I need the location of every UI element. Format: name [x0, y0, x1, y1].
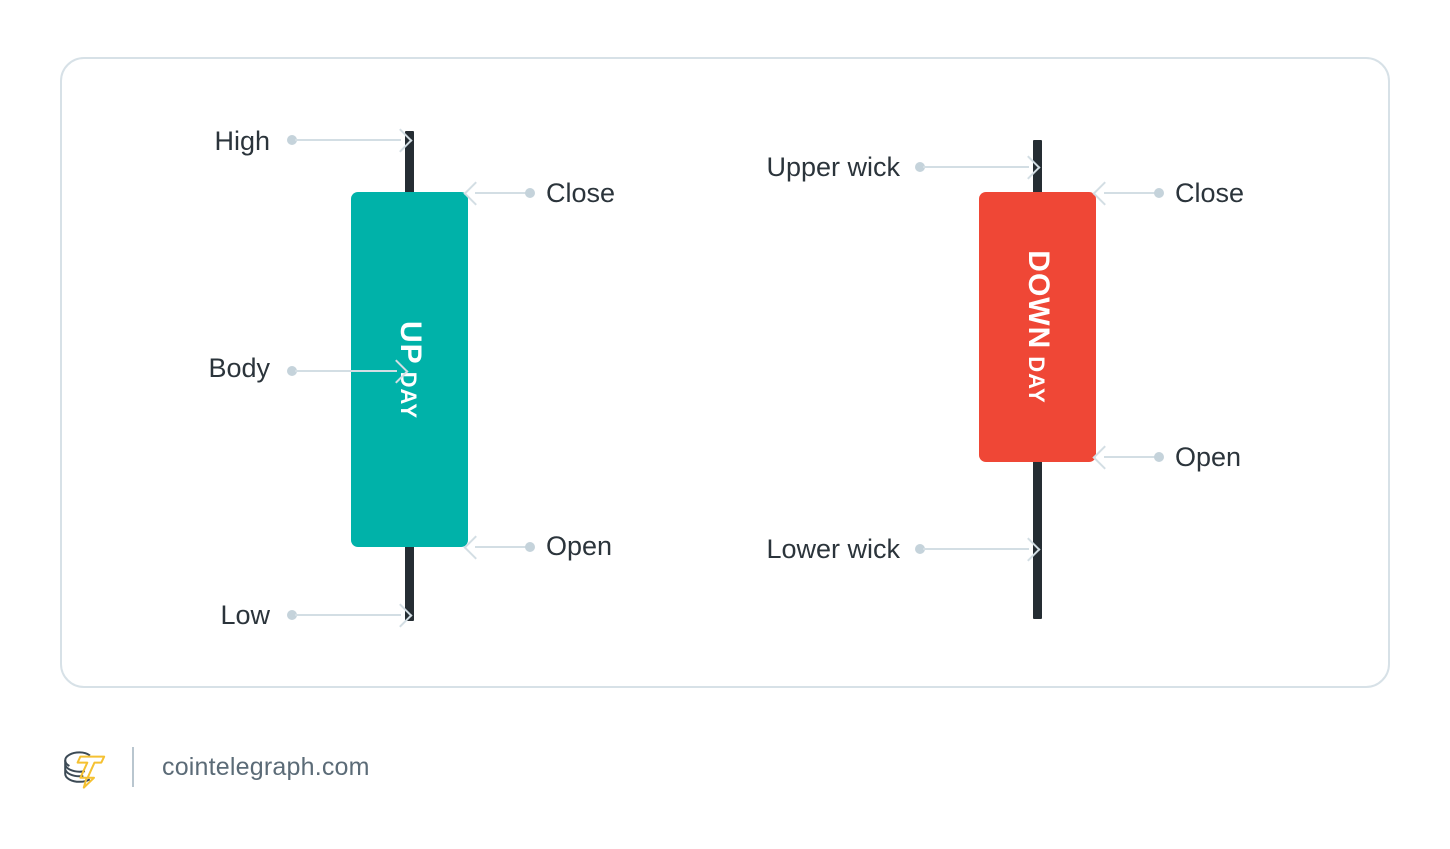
connector-line — [295, 614, 401, 616]
up-candle-body: UP DAY — [351, 192, 468, 547]
label-open-up: Open — [546, 531, 613, 561]
label-high: High — [214, 126, 270, 156]
connector-line — [1104, 192, 1156, 194]
connector-dot — [287, 135, 297, 145]
connector-dot — [525, 542, 535, 552]
down-candle-body: DOWN DAY — [979, 192, 1096, 462]
arrow-head-icon — [388, 128, 413, 153]
connector-close-down — [1092, 181, 1164, 206]
connector-lower-wick — [915, 537, 1041, 562]
arrow-head-icon — [1016, 537, 1041, 562]
down-day-label: DOWN DAY — [1021, 250, 1055, 404]
label-body: Body — [208, 353, 270, 383]
connector-line — [475, 546, 527, 548]
connector-dot — [915, 162, 925, 172]
down-candle-lower-wick — [1033, 460, 1042, 619]
connector-line — [475, 192, 527, 194]
label-lower-wick: Lower wick — [766, 534, 900, 564]
arrow-head-icon — [384, 359, 409, 384]
connector-dot — [1154, 188, 1164, 198]
connector-dot — [287, 610, 297, 620]
footer-url: cointelegraph.com — [162, 752, 370, 781]
connector-line — [923, 548, 1029, 550]
connector-line — [1104, 456, 1156, 458]
down-day-label-primary: DOWN — [1021, 250, 1055, 350]
connector-dot — [287, 366, 297, 376]
label-upper-wick: Upper wick — [766, 152, 900, 182]
connector-upper-wick — [915, 155, 1041, 180]
diagram-card — [60, 57, 1390, 688]
label-open-down: Open — [1175, 442, 1242, 472]
cointelegraph-logo-icon — [60, 742, 110, 792]
connector-low — [287, 603, 413, 628]
connector-open-up — [463, 535, 535, 560]
connector-line — [295, 139, 401, 141]
up-candle-upper-wick — [405, 131, 414, 193]
connector-open-down — [1092, 445, 1164, 470]
label-close-down: Close — [1175, 178, 1245, 208]
footer-divider — [132, 747, 134, 787]
up-candle-lower-wick — [405, 545, 414, 621]
up-day-label-primary: UP — [393, 320, 427, 365]
connector-dot — [915, 544, 925, 554]
connector-line — [295, 370, 397, 372]
connector-body — [287, 359, 409, 384]
down-candle-upper-wick — [1033, 140, 1042, 194]
arrow-head-icon — [388, 603, 413, 628]
down-day-label-secondary: DAY — [1023, 356, 1049, 404]
connector-high — [287, 128, 413, 153]
connector-close-up — [463, 181, 535, 206]
connector-dot — [525, 188, 535, 198]
connector-line — [923, 166, 1029, 168]
arrow-head-icon — [1016, 155, 1041, 180]
label-low: Low — [220, 600, 270, 630]
connector-dot — [1154, 452, 1164, 462]
footer-branding: cointelegraph.com — [60, 736, 370, 798]
label-close-up: Close — [546, 178, 616, 208]
